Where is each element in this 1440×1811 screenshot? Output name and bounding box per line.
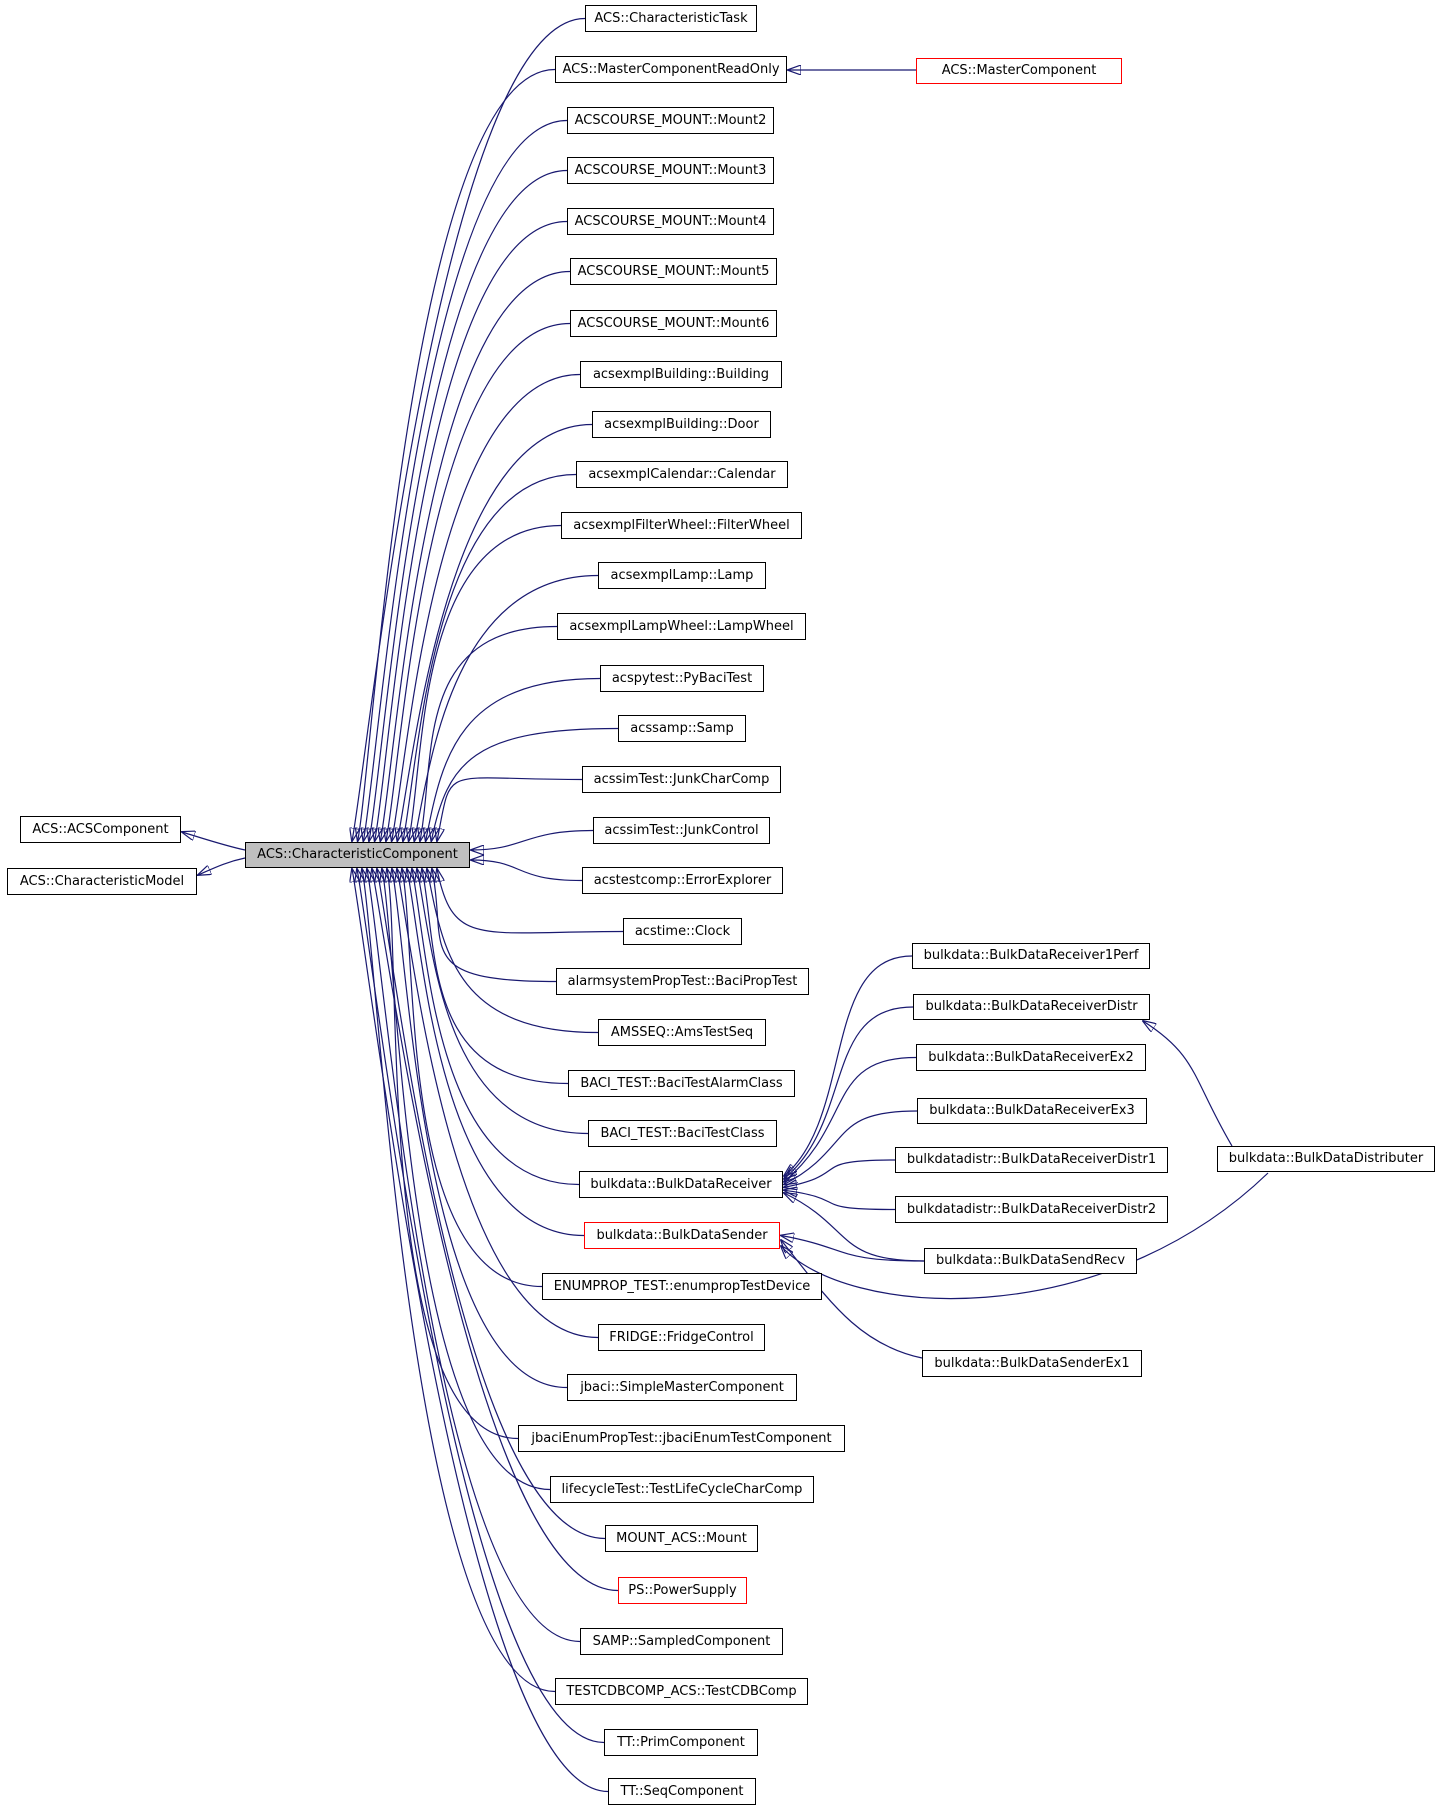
- node-test-life-cycle-char-comp[interactable]: lifecycleTest::TestLifeCycleCharComp: [550, 1476, 814, 1503]
- edge-calendar-to-characteristic-component: [403, 473, 577, 842]
- node-characteristic-task[interactable]: ACS::CharacteristicTask: [585, 5, 757, 32]
- node-characteristic-model[interactable]: ACS::CharacteristicModel: [7, 868, 197, 895]
- edge-bulk-data-receiver-to-characteristic-component: [412, 869, 580, 1186]
- edge-pybaci-test-to-characteristic-component: [426, 677, 601, 842]
- edge-clock-to-characteristic-component: [437, 869, 624, 934]
- node-receiver-distr1[interactable]: bulkdatadistr::BulkDataReceiverDistr1: [895, 1147, 1168, 1173]
- node-fridge-control[interactable]: FRIDGE::FridgeControl: [598, 1324, 765, 1351]
- node-baci-test-class[interactable]: BACI_TEST::BaciTestClass: [588, 1120, 777, 1147]
- node-building[interactable]: acsexmplBuilding::Building: [580, 361, 782, 388]
- node-clock[interactable]: acstime::Clock: [623, 918, 742, 945]
- edge-jbaci-enum-test-component-to-characteristic-component: [387, 869, 519, 1440]
- node-sampled-component[interactable]: SAMP::SampledComponent: [580, 1628, 783, 1655]
- edge-baci-test-class-to-characteristic-component: [417, 869, 589, 1135]
- edge-baci-prop-test-to-characteristic-component: [432, 869, 557, 983]
- edge-receiver-distr2-to-bulk-data-receiver: [784, 1190, 896, 1211]
- node-simple-master-component[interactable]: jbaci::SimpleMasterComponent: [567, 1374, 797, 1401]
- edge-mount-acs-to-characteristic-component: [377, 869, 606, 1540]
- node-receiver-ex3[interactable]: bulkdata::BulkDataReceiverEx3: [917, 1098, 1147, 1124]
- edge-ams-test-seq-to-characteristic-component: [427, 869, 599, 1034]
- node-baci-test-alarm-class[interactable]: BACI_TEST::BaciTestAlarmClass: [568, 1070, 795, 1097]
- edge-junk-char-comp-to-characteristic-component: [437, 777, 583, 841]
- edge-door-to-characteristic-component: [397, 423, 593, 842]
- edge-seq-component-to-characteristic-component: [352, 869, 609, 1793]
- edge-error-explorer-to-characteristic-component: [471, 860, 583, 882]
- edge-baci-test-alarm-class-to-characteristic-component: [422, 869, 569, 1085]
- node-error-explorer[interactable]: acstestcomp::ErrorExplorer: [582, 867, 783, 894]
- edge-power-supply-to-characteristic-component: [372, 869, 619, 1592]
- node-junk-control[interactable]: acssimTest::JunkControl: [593, 817, 770, 844]
- node-characteristic-component: ACS::CharacteristicComponent: [245, 842, 470, 868]
- edge-mount3-to-characteristic-component: [369, 169, 568, 842]
- node-mount-acs[interactable]: MOUNT_ACS::Mount: [605, 1525, 758, 1552]
- edge-receiver-distr-to-bulk-data-receiver: [784, 1006, 914, 1179]
- edge-receiver-ex3-to-bulk-data-receiver: [784, 1110, 918, 1185]
- node-acs-component[interactable]: ACS::ACSComponent: [20, 816, 181, 843]
- node-send-recv[interactable]: bulkdata::BulkDataSendRecv: [924, 1248, 1137, 1274]
- edge-prim-component-to-characteristic-component: [357, 869, 605, 1744]
- edge-simple-master-component-to-characteristic-component: [392, 869, 568, 1389]
- node-master-component[interactable]: ACS::MasterComponent: [916, 58, 1122, 84]
- edge-mount6-to-characteristic-component: [386, 322, 571, 842]
- node-seq-component[interactable]: TT::SeqComponent: [608, 1778, 756, 1805]
- node-receiver-ex2[interactable]: bulkdata::BulkDataReceiverEx2: [916, 1044, 1146, 1071]
- edge-sampled-component-to-characteristic-component: [367, 869, 581, 1643]
- edge-mount5-to-characteristic-component: [380, 270, 571, 842]
- node-power-supply[interactable]: PS::PowerSupply: [618, 1577, 747, 1604]
- edge-send-recv-to-bulk-data-receiver: [784, 1193, 925, 1262]
- node-baci-prop-test[interactable]: alarmsystemPropTest::BaciPropTest: [556, 968, 809, 995]
- node-bulk-data-sender[interactable]: bulkdata::BulkDataSender: [584, 1222, 780, 1249]
- node-mount4[interactable]: ACSCOURSE_MOUNT::Mount4: [567, 208, 774, 235]
- node-receiver-distr2[interactable]: bulkdatadistr::BulkDataReceiverDistr2: [895, 1196, 1168, 1223]
- node-receiver1perf[interactable]: bulkdata::BulkDataReceiver1Perf: [912, 943, 1150, 969]
- edge-lamp-wheel-to-characteristic-component: [420, 625, 558, 842]
- edge-distributer-to-receiver-distr: [1143, 1021, 1233, 1147]
- edge-receiver-distr1-to-bulk-data-receiver: [784, 1159, 896, 1187]
- node-test-cdb-comp[interactable]: TESTCDBCOMP_ACS::TestCDBComp: [555, 1678, 808, 1705]
- edge-building-to-characteristic-component: [392, 373, 581, 842]
- node-prim-component[interactable]: TT::PrimComponent: [604, 1729, 758, 1756]
- edge-lamp-to-characteristic-component: [414, 574, 599, 842]
- node-door[interactable]: acsexmplBuilding::Door: [592, 411, 771, 438]
- node-distributer[interactable]: bulkdata::BulkDataDistributer: [1217, 1146, 1435, 1172]
- node-junk-char-comp[interactable]: acssimTest::JunkCharComp: [582, 766, 781, 793]
- node-ams-test-seq[interactable]: AMSSEQ::AmsTestSeq: [598, 1019, 766, 1046]
- edge-enumprop-test-device-to-characteristic-component: [402, 869, 543, 1288]
- node-enumprop-test-device[interactable]: ENUMPROP_TEST::enumpropTestDevice: [542, 1273, 822, 1300]
- node-lamp-wheel[interactable]: acsexmplLampWheel::LampWheel: [557, 613, 806, 640]
- node-filter-wheel[interactable]: acsexmplFilterWheel::FilterWheel: [561, 512, 802, 539]
- edge-fridge-control-to-characteristic-component: [397, 869, 599, 1339]
- edge-characteristic-component-to-characteristic-model: [198, 857, 246, 875]
- node-jbaci-enum-test-component[interactable]: jbaciEnumPropTest::jbaciEnumTestComponen…: [518, 1425, 845, 1452]
- edge-distributer-to-bulk-data-sender: [781, 1172, 1269, 1300]
- node-mount2[interactable]: ACSCOURSE_MOUNT::Mount2: [567, 107, 774, 134]
- edge-junk-control-to-characteristic-component: [471, 829, 594, 851]
- node-samp[interactable]: acssamp::Samp: [618, 715, 746, 742]
- edge-master-component-read-only-to-characteristic-component: [358, 68, 556, 842]
- edge-receiver-ex2-to-bulk-data-receiver: [784, 1056, 917, 1182]
- node-mount3[interactable]: ACSCOURSE_MOUNT::Mount3: [567, 157, 774, 184]
- edge-test-life-cycle-char-comp-to-characteristic-component: [382, 869, 551, 1491]
- node-mount5[interactable]: ACSCOURSE_MOUNT::Mount5: [570, 258, 777, 285]
- node-mount6[interactable]: ACSCOURSE_MOUNT::Mount6: [570, 310, 777, 337]
- edge-filter-wheel-to-characteristic-component: [409, 524, 562, 842]
- edge-characteristic-component-to-acs-component: [182, 832, 246, 851]
- node-bulk-data-receiver[interactable]: bulkdata::BulkDataReceiver: [579, 1171, 783, 1198]
- edge-send-recv-to-bulk-data-sender: [781, 1236, 925, 1262]
- node-pybaci-test[interactable]: acspytest::PyBaciTest: [600, 665, 764, 692]
- edge-samp-to-characteristic-component: [431, 727, 619, 842]
- edge-mount4-to-characteristic-component: [375, 220, 568, 842]
- node-lamp[interactable]: acsexmplLamp::Lamp: [598, 562, 766, 589]
- edge-bulk-data-sender-to-characteristic-component: [407, 869, 585, 1237]
- edge-mount2-to-characteristic-component: [363, 119, 568, 842]
- node-receiver-distr[interactable]: bulkdata::BulkDataReceiverDistr: [913, 994, 1150, 1020]
- edge-receiver1perf-to-bulk-data-receiver: [784, 955, 913, 1176]
- node-sender-ex1[interactable]: bulkdata::BulkDataSenderEx1: [922, 1350, 1142, 1377]
- node-master-component-read-only[interactable]: ACS::MasterComponentReadOnly: [555, 56, 787, 83]
- edge-characteristic-task-to-characteristic-component: [352, 17, 586, 842]
- edge-test-cdb-comp-to-characteristic-component: [362, 869, 556, 1693]
- node-calendar[interactable]: acsexmplCalendar::Calendar: [576, 461, 788, 488]
